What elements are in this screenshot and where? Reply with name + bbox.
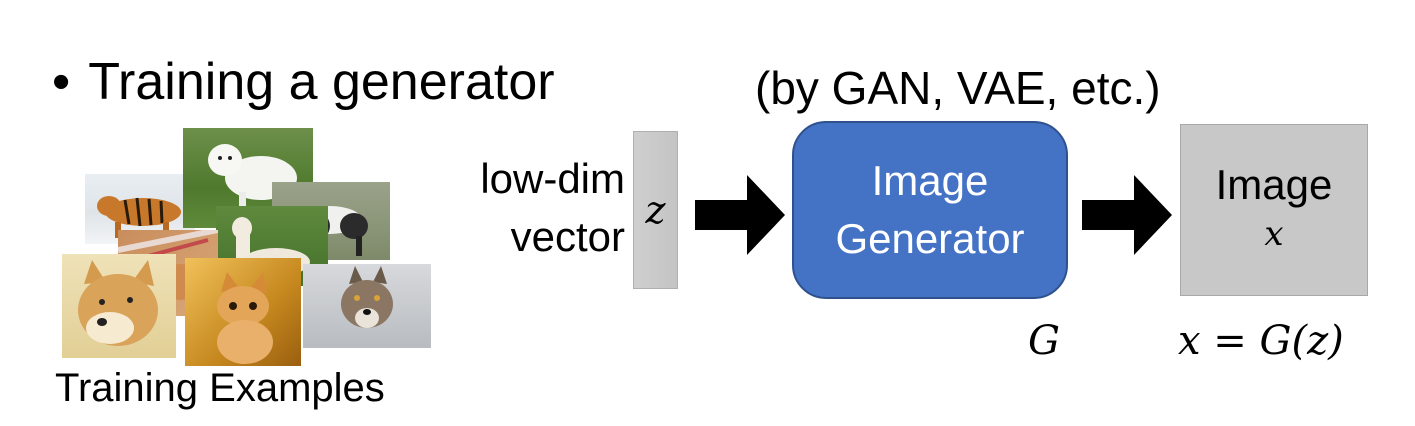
bullet-heading: • Training a generator xyxy=(52,52,555,112)
bullet-point: • xyxy=(52,53,71,111)
generator-symbol: G xyxy=(1028,318,1060,364)
input-label-line2: vector xyxy=(510,213,625,260)
wolf-photo xyxy=(303,264,431,348)
output-variable: x xyxy=(1264,214,1284,254)
generator-equation: x = G(z) xyxy=(1178,318,1344,364)
output-image-box: Image x xyxy=(1180,124,1368,296)
input-vector-label: low-dim vector xyxy=(440,150,625,266)
shiba-dog-photo xyxy=(62,254,176,358)
kitten-photo xyxy=(185,258,301,366)
image-generator-box: Image Generator xyxy=(792,121,1068,299)
arrow-right-icon xyxy=(1082,175,1172,255)
arrow-right-icon xyxy=(695,175,785,255)
latent-variable: z xyxy=(645,188,666,232)
training-examples-collage xyxy=(60,126,440,366)
generator-label-line2: Generator xyxy=(835,215,1025,262)
output-image-label: Image xyxy=(1215,161,1333,208)
method-subtitle: (by GAN, VAE, etc.) xyxy=(755,62,1161,114)
heading-text: Training a generator xyxy=(88,53,555,111)
generator-label-line1: Image xyxy=(871,157,989,204)
latent-vector-box: z xyxy=(633,131,678,289)
training-examples-label: Training Examples xyxy=(55,366,385,410)
input-label-line1: low-dim xyxy=(480,155,625,202)
